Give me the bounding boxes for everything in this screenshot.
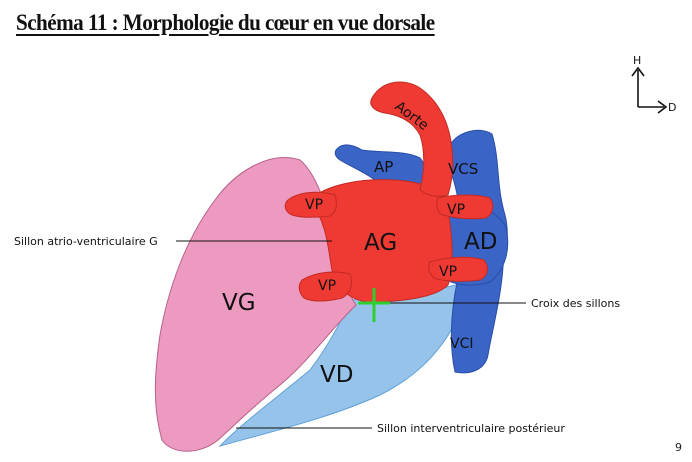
- pulmonary-vein-upper-right: [436, 194, 494, 220]
- label-right-ventricle: VD: [320, 362, 353, 388]
- callout-crux: Croix des sillons: [531, 297, 620, 310]
- label-left-ventricle: VG: [222, 290, 256, 316]
- orientation-axes: H D: [631, 54, 676, 114]
- callout-left-av-sulcus: Sillon atrio-ventriculaire G: [14, 235, 158, 248]
- label-inferior-vena-cava: VCI: [450, 336, 473, 352]
- callout-posterior-iv-sulcus: Sillon interventriculaire postérieur: [377, 422, 565, 435]
- pulmonary-vein-lower-left: [298, 271, 353, 302]
- label-pulmonary-artery: AP: [374, 158, 393, 176]
- pulmonary-vein-upper-left: [284, 191, 337, 218]
- page-title: Schéma 11 : Morphologie du cœur en vue d…: [16, 10, 435, 35]
- axis-right-label: D: [668, 101, 676, 114]
- label-superior-vena-cava: VCS: [448, 160, 478, 178]
- label-pulmonary-vein-lower-right: VP: [439, 264, 457, 280]
- pulmonary-vein-lower-right: [428, 256, 488, 282]
- aorta: [370, 81, 454, 197]
- label-pulmonary-vein-lower-left: VP: [318, 278, 336, 294]
- left-atrium: [309, 179, 453, 303]
- page-number: 9: [675, 441, 682, 454]
- axis-up-label: H: [633, 54, 641, 67]
- crux-marker: [358, 288, 390, 322]
- label-pulmonary-vein-upper-left: VP: [305, 197, 323, 213]
- label-right-atrium: AD: [464, 229, 497, 255]
- label-left-atrium: AG: [364, 230, 397, 256]
- label-pulmonary-vein-upper-right: VP: [447, 202, 465, 218]
